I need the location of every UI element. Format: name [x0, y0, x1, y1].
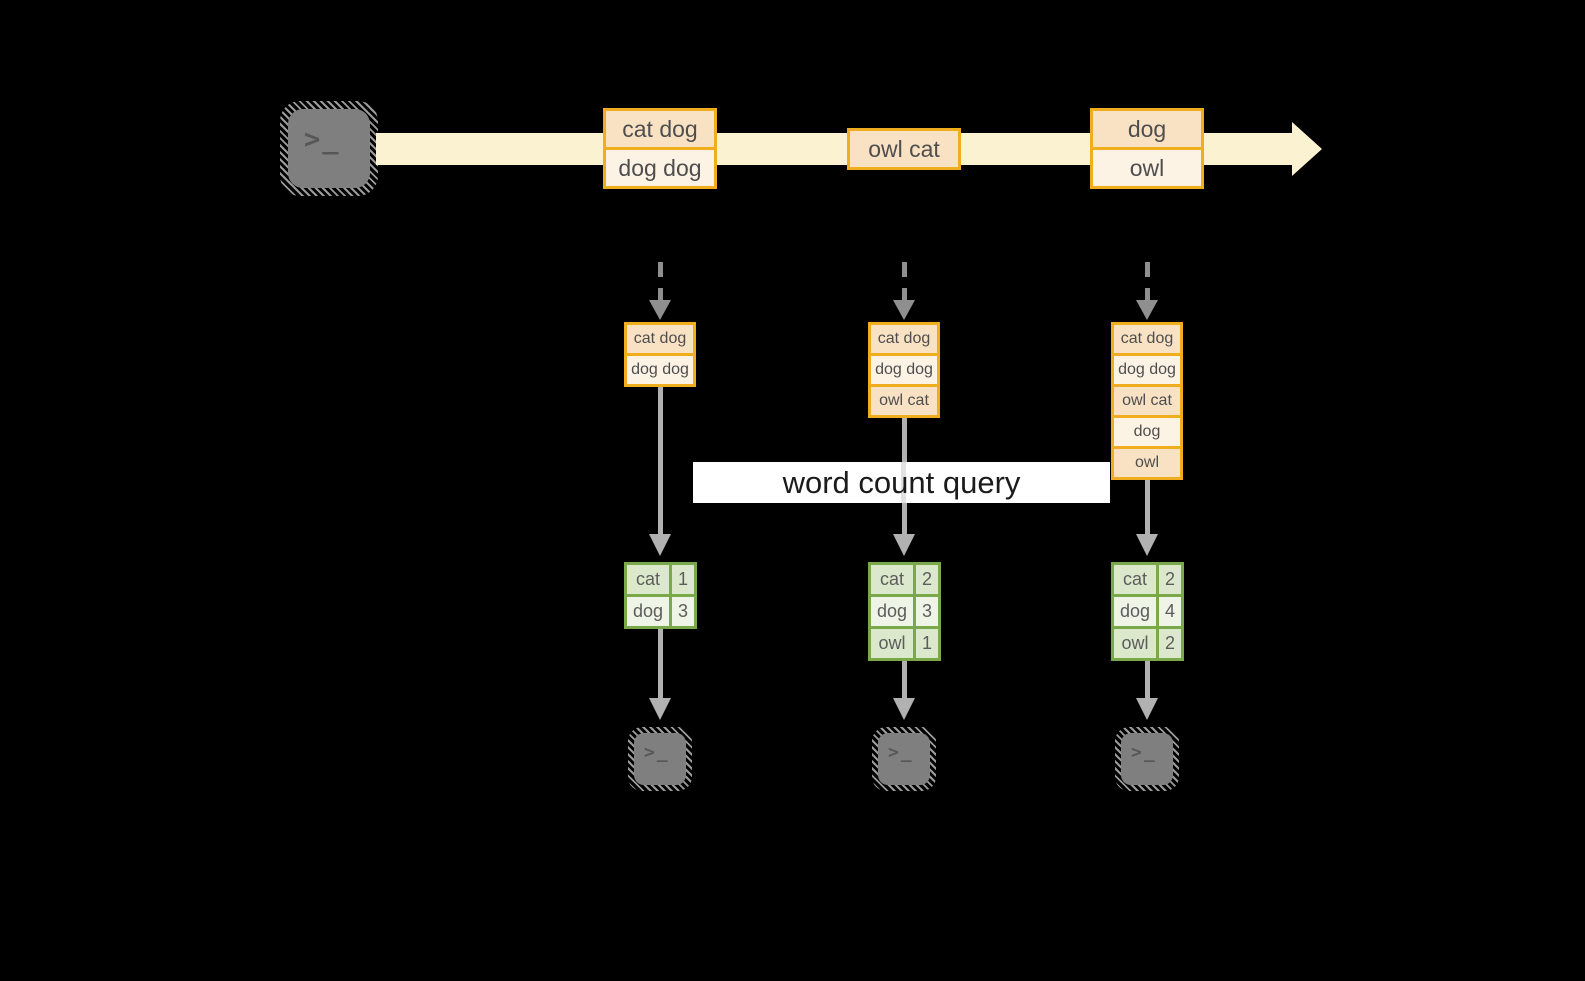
terminal-icon: >_ [872, 727, 936, 791]
buffered-events-box: cat dog dog dog [624, 322, 696, 387]
stream-event-box: dog owl [1090, 108, 1204, 189]
connector-line [1145, 479, 1150, 534]
count-value-cell: 3 [916, 597, 938, 626]
arrowhead [1136, 534, 1158, 556]
count-word-cell: dog [871, 597, 913, 626]
terminal-icon: >_ [1115, 727, 1179, 791]
state-row: owl cat [871, 384, 937, 415]
state-row: owl [1114, 446, 1180, 477]
stream-event-row: owl [1093, 147, 1201, 186]
count-word-cell: dog [627, 597, 669, 626]
query-banner: word count query [693, 462, 1110, 503]
count-word-cell: cat [627, 565, 669, 594]
state-row: dog dog [627, 353, 693, 384]
terminal-prompt-glyph: >_ [888, 742, 914, 763]
state-row: dog dog [871, 353, 937, 384]
dashed-arrow-line [658, 262, 663, 302]
stream-event-box: owl cat [847, 128, 961, 170]
arrowhead [1136, 698, 1158, 720]
count-word-cell: cat [1114, 565, 1156, 594]
dashed-arrow-line [902, 262, 907, 302]
buffered-events-box: cat dog dog dog owl cat [868, 322, 940, 418]
state-row: owl cat [1114, 384, 1180, 415]
connector-line [658, 386, 663, 534]
count-value-cell: 2 [1159, 629, 1181, 658]
state-row: dog dog [1114, 353, 1180, 384]
arrowhead [649, 534, 671, 556]
terminal-screen: >_ [1121, 733, 1173, 785]
terminal-prompt-glyph: >_ [1131, 742, 1157, 763]
count-word-cell: owl [871, 629, 913, 658]
dashed-arrow-line [1145, 262, 1150, 302]
arrowhead [893, 698, 915, 720]
arrowhead [893, 534, 915, 556]
terminal-prompt-glyph: >_ [304, 124, 341, 155]
state-row: cat dog [1114, 325, 1180, 353]
stream-event-row: owl cat [850, 131, 958, 167]
count-word-cell: cat [871, 565, 913, 594]
count-word-cell: owl [1114, 629, 1156, 658]
stream-event-box: cat dog dog dog [603, 108, 717, 189]
arrowhead [1136, 300, 1158, 320]
arrowhead [649, 698, 671, 720]
count-value-cell: 2 [916, 565, 938, 594]
query-label: word count query [782, 464, 1021, 500]
connector-line [902, 661, 907, 698]
count-word-cell: dog [1114, 597, 1156, 626]
word-count-table: cat 1 dog 3 [624, 562, 697, 629]
terminal-prompt-glyph: >_ [644, 742, 670, 763]
stream-event-row: cat dog [606, 111, 714, 147]
terminal-screen: >_ [288, 109, 370, 188]
word-count-table: cat 2 dog 3 owl 1 [868, 562, 941, 661]
terminal-screen: >_ [634, 733, 686, 785]
stream-event-row: dog [1093, 111, 1201, 147]
arrowhead [649, 300, 671, 320]
connector-line-through-banner [901, 462, 906, 503]
count-value-cell: 2 [1159, 565, 1181, 594]
stream-event-row: dog dog [606, 147, 714, 186]
state-row: cat dog [871, 325, 937, 353]
terminal-icon: >_ [280, 101, 378, 196]
word-count-table: cat 2 dog 4 owl 2 [1111, 562, 1184, 661]
buffered-events-box: cat dog dog dog owl cat dog owl [1111, 322, 1183, 480]
count-value-cell: 3 [672, 597, 694, 626]
terminal-screen: >_ [878, 733, 930, 785]
state-row: dog [1114, 415, 1180, 446]
arrowhead [893, 300, 915, 320]
state-row: cat dog [627, 325, 693, 353]
connector-line [1145, 661, 1150, 698]
stream-arrowhead [1292, 122, 1322, 176]
count-value-cell: 4 [1159, 597, 1181, 626]
terminal-icon: >_ [628, 727, 692, 791]
connector-line [658, 629, 663, 698]
count-value-cell: 1 [672, 565, 694, 594]
count-value-cell: 1 [916, 629, 938, 658]
